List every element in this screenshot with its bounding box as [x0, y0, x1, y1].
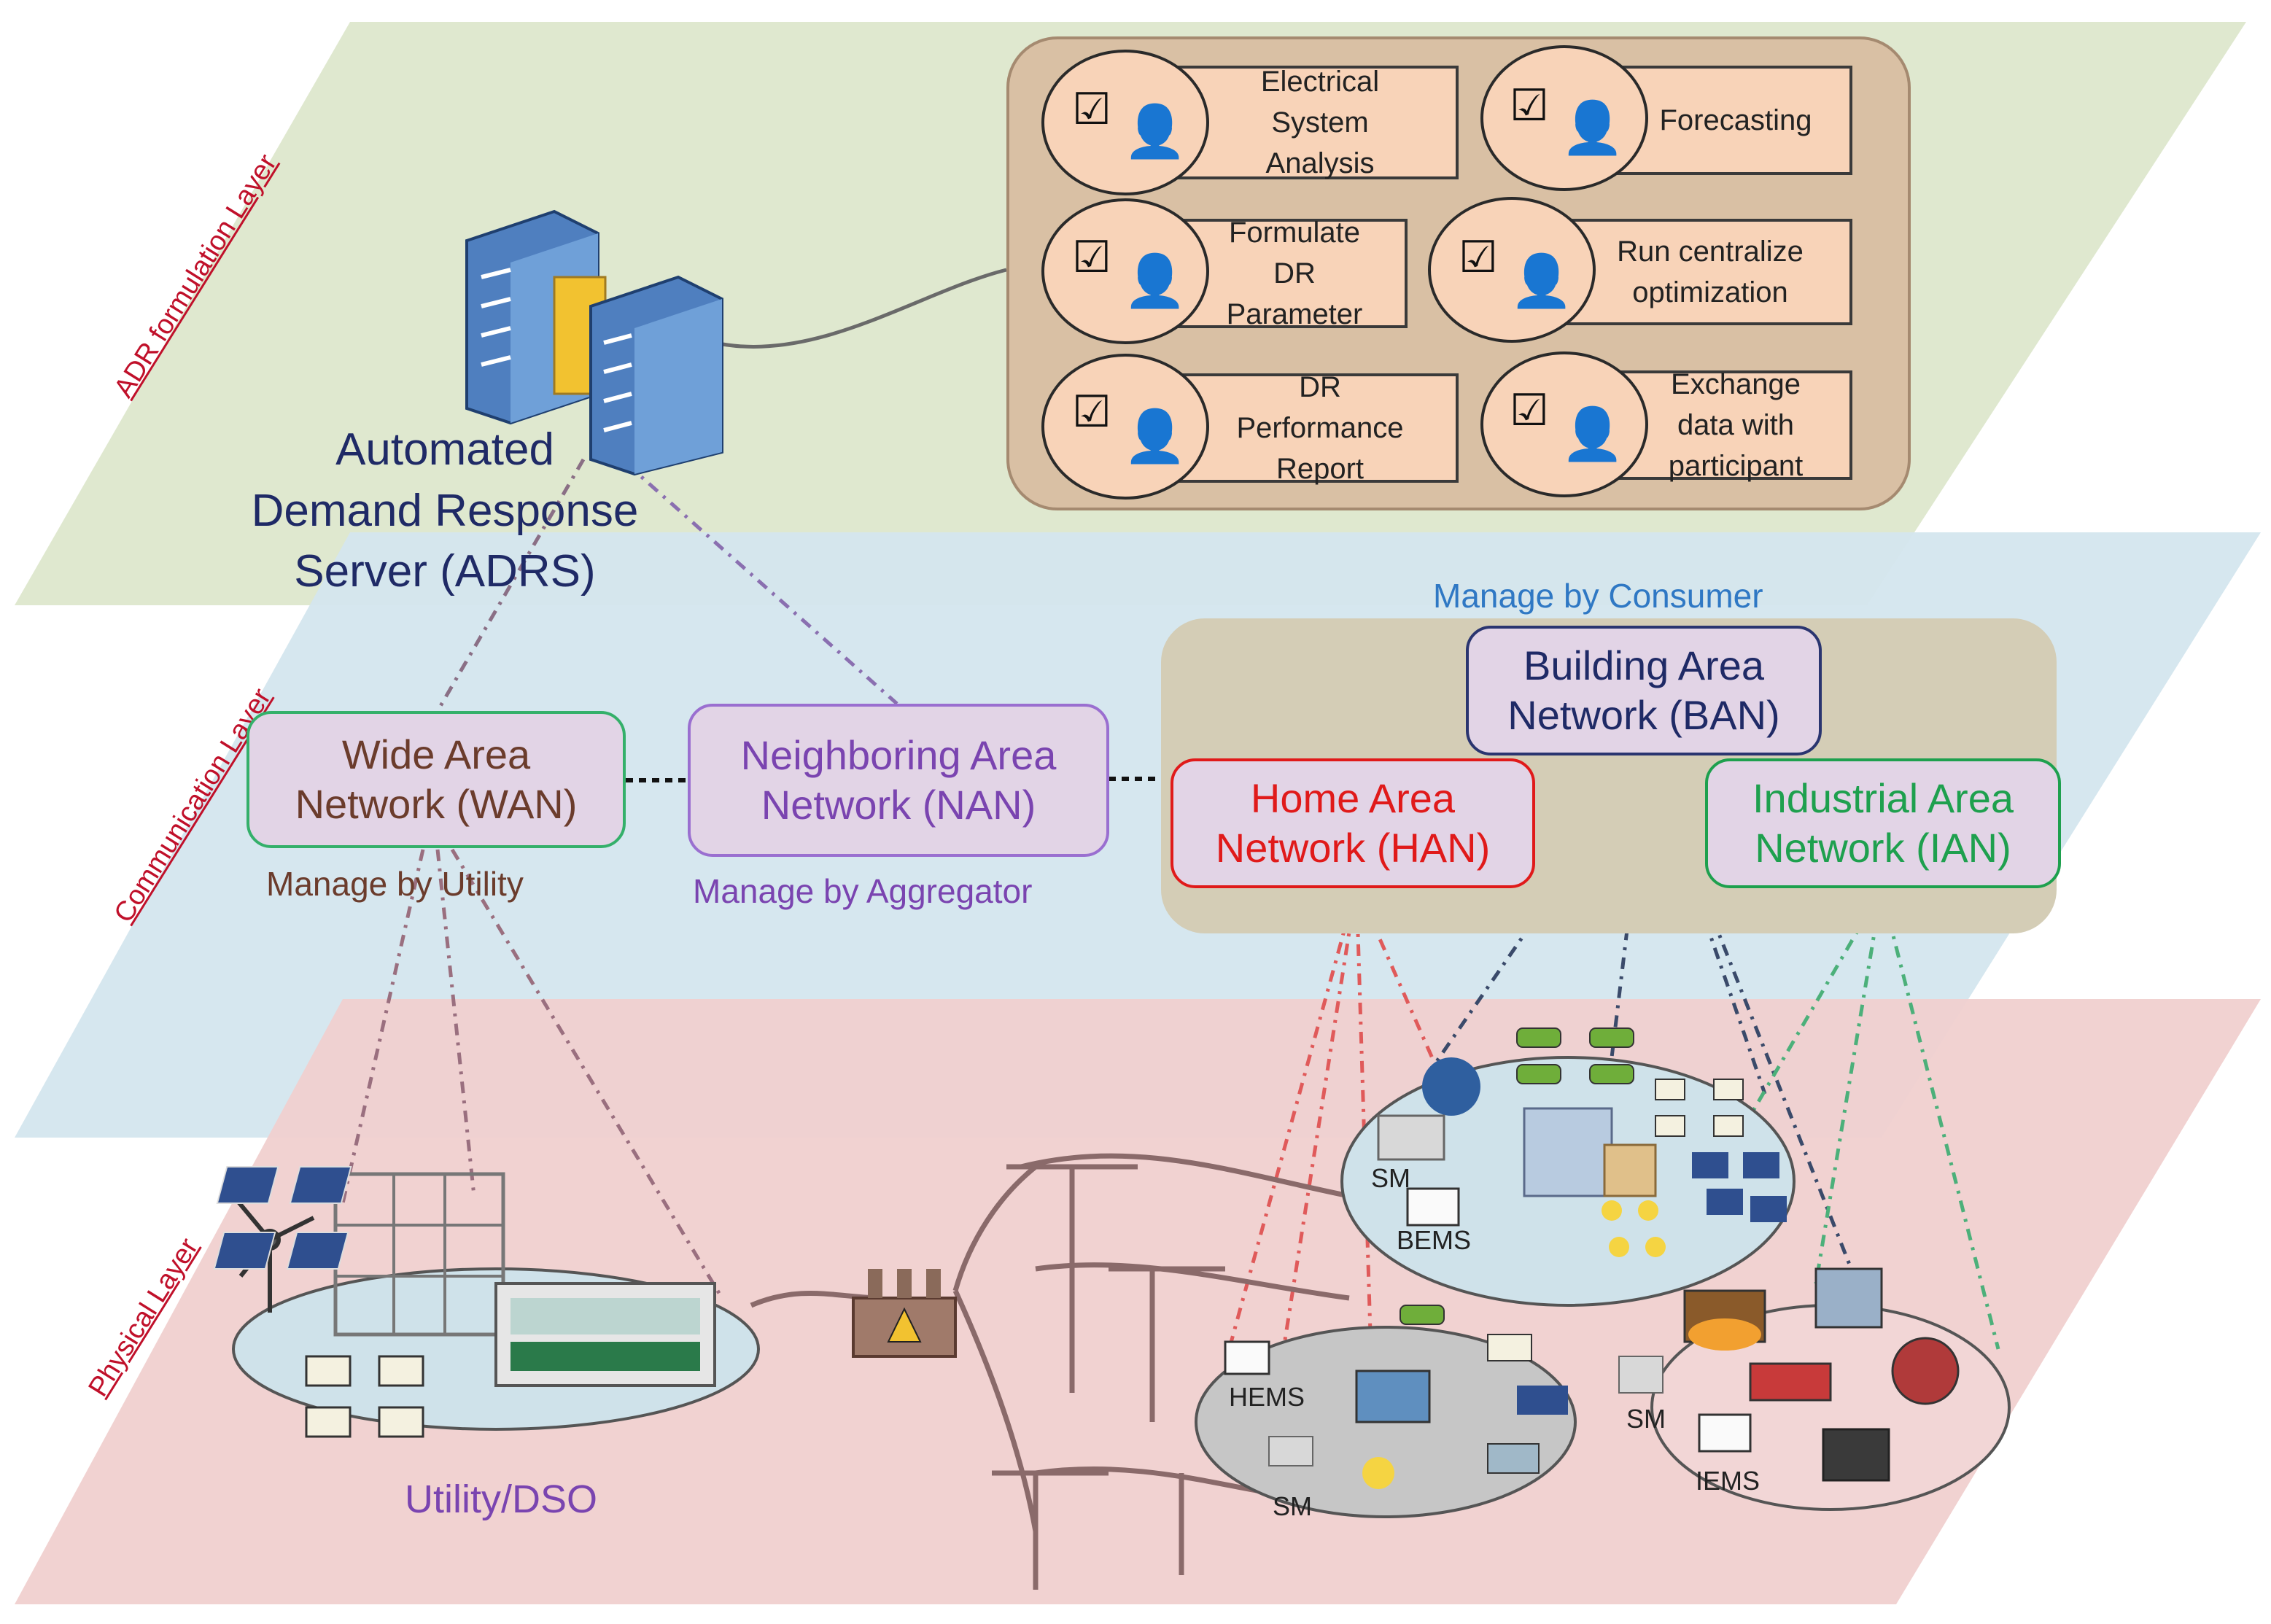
task-2-check-icon: ☑ [1510, 81, 1549, 130]
task-3-check-icon: ☑ [1072, 233, 1111, 281]
industry-sm-label: SM [1626, 1404, 1666, 1434]
task-4-person-icon: 👤 [1510, 252, 1574, 309]
task-1-circle [1041, 50, 1209, 195]
task-3-circle [1041, 198, 1209, 344]
utility-dso-label: Utility/DSO [405, 1477, 598, 1521]
nan-manager-label: Manage by Aggregator [693, 872, 1033, 910]
building-sm-label: SM [1371, 1163, 1410, 1193]
task-4-check-icon: ☑ [1459, 233, 1498, 281]
home-hems-label: HEMS [1229, 1382, 1305, 1412]
utility-batteries [305, 1355, 424, 1438]
task-5-circle [1041, 354, 1209, 500]
task-1-check-icon: ☑ [1072, 85, 1111, 133]
adrs-label-line-2: Demand Response [251, 485, 639, 536]
task-3-person-icon: 👤 [1123, 252, 1187, 309]
task-6-check-icon: ☑ [1510, 386, 1549, 435]
home-sm-label: SM [1273, 1491, 1312, 1521]
adrs-label-line-3: Server (ADRS) [294, 546, 596, 597]
utility-solar-panels [213, 1166, 352, 1270]
task-5-person-icon: 👤 [1123, 408, 1187, 465]
adrs-server-icon [465, 209, 723, 476]
wan-manager-label: Manage by Utility [266, 865, 524, 903]
building-graphics [1377, 1027, 1787, 1257]
task-6-person-icon: 👤 [1561, 405, 1625, 462]
task-4-circle [1428, 197, 1596, 343]
server-to-wan-link [435, 458, 586, 712]
task-2-person-icon: 👤 [1561, 99, 1625, 156]
building-bems-label: BEMS [1397, 1225, 1472, 1255]
ian-links [1748, 888, 2000, 1350]
industrial-graphics [1618, 1267, 1960, 1482]
adrs-label: Automated Demand Response Server (ADRS) [211, 419, 678, 602]
wan-utility-links [341, 848, 724, 1299]
home-graphics [1224, 1305, 1568, 1489]
task-5-check-icon: ☑ [1072, 387, 1111, 436]
task-6-circle [1480, 351, 1648, 497]
task-2-circle [1480, 45, 1648, 191]
server-to-tasks-line [714, 268, 1007, 349]
task-1-person-icon: 👤 [1123, 103, 1187, 160]
server-to-nan-link [604, 443, 898, 705]
transformer-icon [852, 1269, 957, 1358]
substation-graphic [333, 1172, 716, 1387]
industry-iems-label: IEMS [1696, 1466, 1760, 1496]
manage-by-consumer-label: Manage by Consumer [1433, 577, 1763, 615]
adrs-label-line-1: Automated [335, 424, 554, 475]
